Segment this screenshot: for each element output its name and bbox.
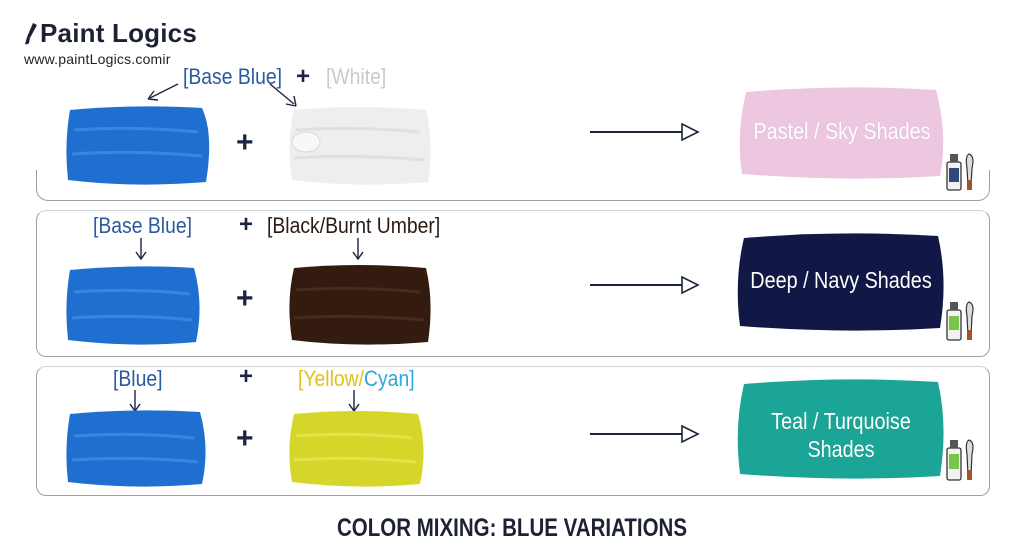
label-base-blue-1: [Base Blue] [183,64,283,89]
swatch-result-teal [734,376,948,482]
brand-url: www.paintLogics.comir [24,51,171,67]
swatch-yellow [286,408,428,488]
pointer-arrow-icon [348,390,360,413]
row-frame-3 [36,366,990,496]
swatch-blue [64,408,210,488]
swatch-base-blue-2 [64,264,204,346]
result-label-pastel: Pastel / Sky Shades [753,118,931,144]
label-white: [White] [326,64,387,89]
result-label-teal: Teal / Turquoise Shades [749,407,933,463]
arrow-right-icon [590,424,700,444]
paintbrush-icon [25,22,37,44]
paint-tube-icon [946,153,974,191]
arrow-right-icon [590,122,700,142]
pointer-arrow-icon [135,238,147,261]
plus-sign-3: + [236,422,254,455]
plus-label-1: + [296,63,311,90]
arrow-right-icon [590,275,700,295]
page-title: COLOR MIXING: BLUE VARIATIONS [336,514,688,542]
label-yellow: [Yellow/ [298,366,365,391]
result-label-teal-line2: Shades [807,436,875,462]
pointer-arrow-icon [269,83,297,107]
plus-label-3: + [239,363,254,390]
result-label-teal-line1: Teal / Turquoise [771,408,911,434]
swatch-result-navy [734,230,948,334]
plus-sign-1: + [236,126,254,159]
brand-name: Paint Logics [40,18,197,48]
pointer-arrow-icon [147,83,179,101]
brand-logo: Paint Logics [24,18,197,49]
paint-tube-icon [946,301,974,341]
label-cyan: Cyan] [364,366,415,391]
label-base-blue-2: [Base Blue] [93,213,193,238]
result-label-navy: Deep / Navy Shades [750,267,932,293]
plus-label-2: + [239,211,254,238]
swatch-result-pastel [736,84,948,182]
row-frame-2 [36,210,990,357]
pointer-arrow-icon [352,238,364,261]
paint-tube-icon [946,439,974,481]
brand-header: Paint Logics www.paintLogics.comir [24,18,197,67]
swatch-black-umber [286,262,436,346]
label-blue: [Blue] [113,366,163,391]
row-frame-1 [36,170,990,201]
label-yellow-cyan: [Yellow/Cyan] [298,366,415,392]
label-black-burnt-umber: [Black/Burnt Umber] [267,213,441,238]
swatch-white [286,104,436,186]
plus-sign-2: + [236,282,254,315]
swatch-base-blue-1 [64,104,214,186]
